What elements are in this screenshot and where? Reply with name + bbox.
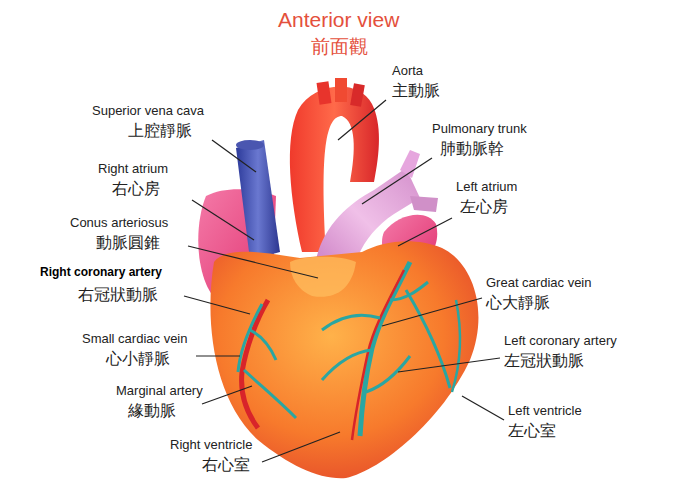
title: Anterior view (278, 8, 399, 32)
part-label: Pulmonary trunk (432, 122, 527, 137)
part-label: 動脈圓錐 (96, 234, 160, 252)
part-label: 左心室 (508, 422, 556, 440)
part-label: Right coronary artery (40, 266, 162, 280)
part-label: Conus arteriosus (70, 216, 168, 231)
part-label: 右冠狀動脈 (78, 286, 158, 304)
part-label: 上腔靜脈 (128, 122, 192, 140)
part-label: Left atrium (456, 180, 517, 195)
part-label: Aorta (392, 64, 423, 79)
part-label: Left ventricle (508, 404, 582, 419)
part-label: 右心房 (112, 180, 160, 198)
part-label: Marginal artery (116, 384, 203, 399)
title-chinese: 前面觀 (311, 36, 368, 58)
part-label: Small cardiac vein (82, 332, 188, 347)
part-label: 左冠狀動脈 (504, 352, 584, 370)
part-label: Superior vena cava (92, 104, 204, 119)
part-label: Right ventricle (170, 438, 252, 453)
part-label: Right atrium (98, 162, 168, 177)
part-label: 肺動脈幹 (440, 140, 504, 158)
part-label: Left coronary artery (504, 334, 617, 349)
part-label: 左心房 (460, 198, 508, 216)
part-label: Great cardiac vein (486, 276, 592, 291)
part-label: 緣動脈 (128, 402, 176, 420)
part-label: 右心室 (202, 456, 250, 474)
part-label: 心小靜脈 (106, 350, 170, 368)
part-label: 心大靜脈 (486, 294, 550, 312)
part-label: 主動脈 (392, 82, 440, 100)
